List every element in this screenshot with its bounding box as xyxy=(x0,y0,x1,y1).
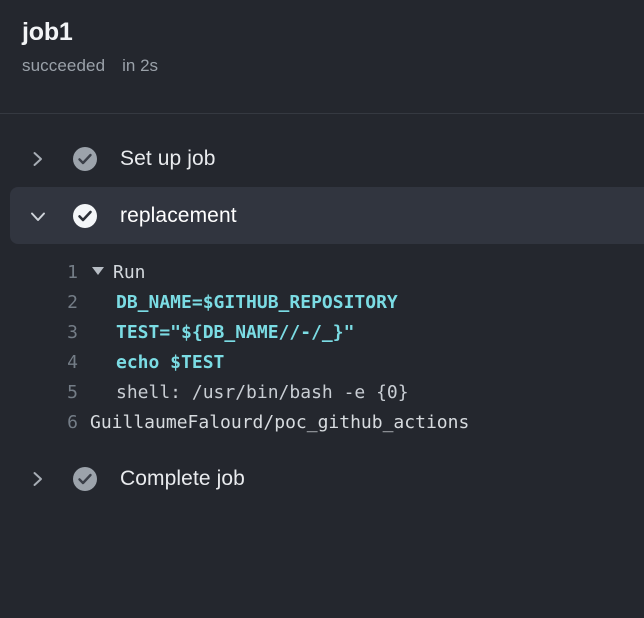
chevron-right-icon[interactable] xyxy=(28,469,48,489)
line-number: 2 xyxy=(67,292,78,313)
log-line-content: DB_NAME=$GITHUB_REPOSITORY xyxy=(116,292,398,313)
log-line[interactable]: 5 shell: /usr/bin/bash -e {0} xyxy=(0,378,644,408)
check-circle-icon xyxy=(73,203,97,228)
step-list: Set up job replacement 1 Run xyxy=(0,114,644,507)
step-label: Complete job xyxy=(120,466,245,490)
log-line[interactable]: 2 DB_NAME=$GITHUB_REPOSITORY xyxy=(0,288,644,318)
header-divider xyxy=(0,113,644,114)
job-header: job1 succeeded in 2s xyxy=(0,0,644,114)
line-number: 6 xyxy=(67,412,78,433)
line-number: 5 xyxy=(67,382,78,403)
triangle-down-icon[interactable] xyxy=(92,267,104,275)
line-number: 4 xyxy=(67,352,78,373)
job-duration: in 2s xyxy=(122,55,159,75)
log-line[interactable]: 4 echo $TEST xyxy=(0,348,644,378)
log-line[interactable]: 6 GuillaumeFalourd/poc_github_actions xyxy=(0,408,644,438)
step-label: Set up job xyxy=(120,146,216,170)
chevron-down-icon[interactable] xyxy=(28,206,48,226)
log-line[interactable]: 1 Run xyxy=(0,258,644,288)
log-output[interactable]: 1 Run 2 DB_NAME=$GITHUB_REPOSITORY 3 TES… xyxy=(0,244,644,450)
step-row-replacement[interactable]: replacement xyxy=(10,187,644,244)
step-row-complete-job[interactable]: Complete job xyxy=(10,450,644,507)
step-row-set-up-job[interactable]: Set up job xyxy=(10,130,644,187)
log-line[interactable]: 3 TEST="${DB_NAME//-/_}" xyxy=(0,318,644,348)
check-circle-icon xyxy=(73,146,97,171)
status-badge: succeeded xyxy=(22,55,106,75)
step-label: replacement xyxy=(120,203,237,227)
job-meta: succeeded in 2s xyxy=(22,56,644,76)
check-circle-icon xyxy=(73,466,97,491)
log-line-content: TEST="${DB_NAME//-/_}" xyxy=(116,322,355,343)
line-number: 1 xyxy=(67,262,78,283)
log-line-content: echo $TEST xyxy=(116,352,225,373)
log-line-content: GuillaumeFalourd/poc_github_actions xyxy=(90,412,470,433)
page-title: job1 xyxy=(22,18,73,46)
chevron-right-icon[interactable] xyxy=(28,149,48,169)
log-group-label: Run xyxy=(113,262,146,283)
log-line-content[interactable]: Run xyxy=(88,258,644,288)
log-line-content: shell: /usr/bin/bash -e {0} xyxy=(116,382,409,403)
line-number: 3 xyxy=(67,322,78,343)
